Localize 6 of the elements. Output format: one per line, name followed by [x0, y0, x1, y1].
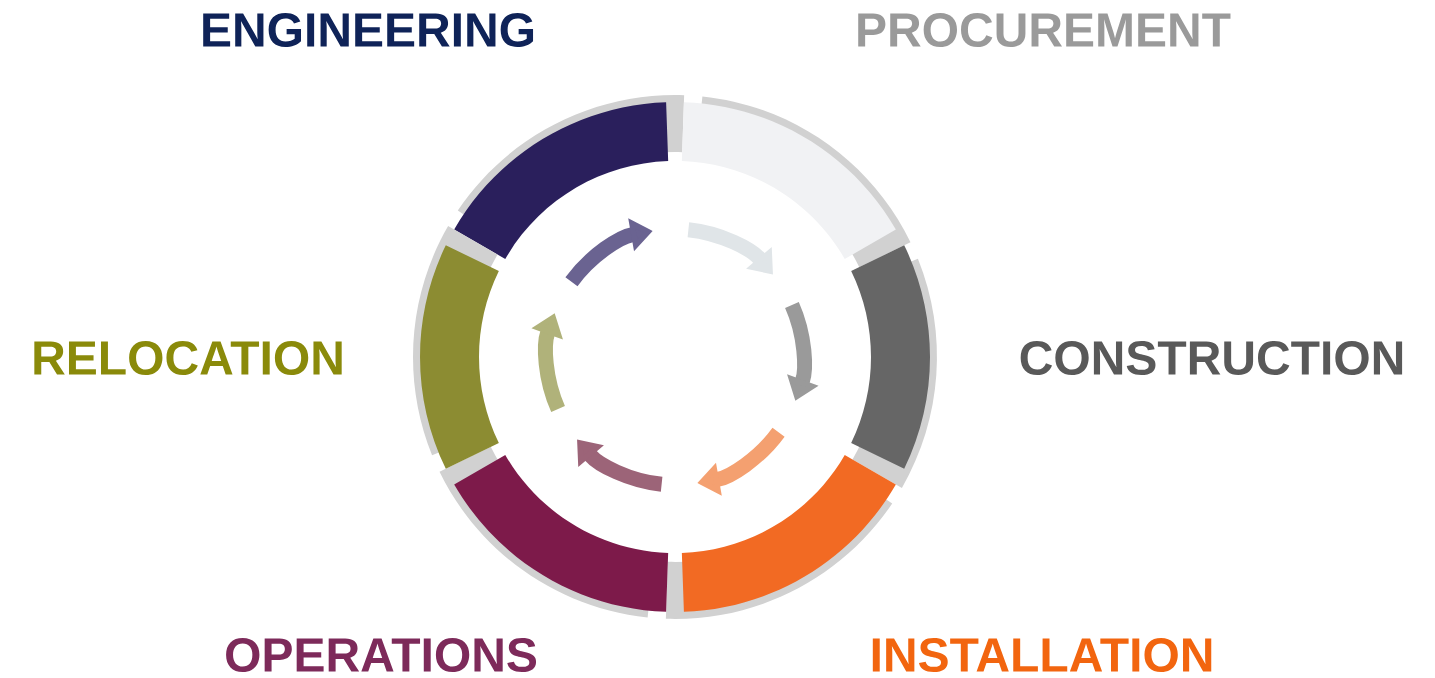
segment-label: RELOCATION [34, 341, 342, 375]
segment-label: CONSTRUCTION [1020, 341, 1403, 375]
segment-label: OPERATIONS [226, 638, 537, 672]
segment-label: INSTALLATION [872, 638, 1212, 672]
segment-label: ENGINEERING [203, 13, 534, 47]
segment-label: PROCUREMENT [858, 13, 1231, 47]
